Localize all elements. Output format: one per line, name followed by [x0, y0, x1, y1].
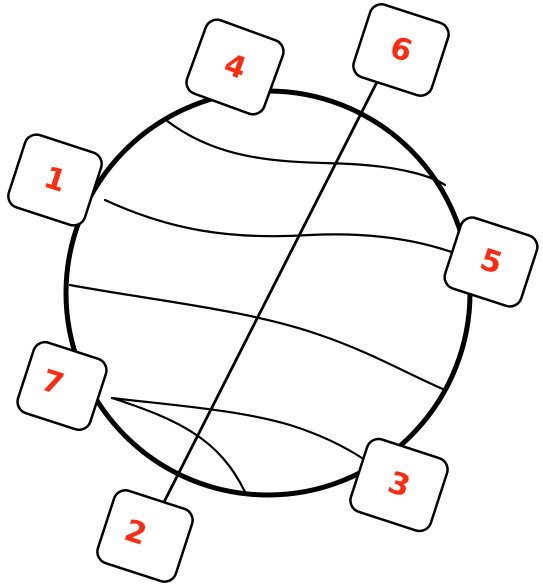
- globe-circle: [66, 91, 470, 495]
- label-6: 6: [350, 1, 451, 99]
- label-2: 2: [94, 487, 195, 585]
